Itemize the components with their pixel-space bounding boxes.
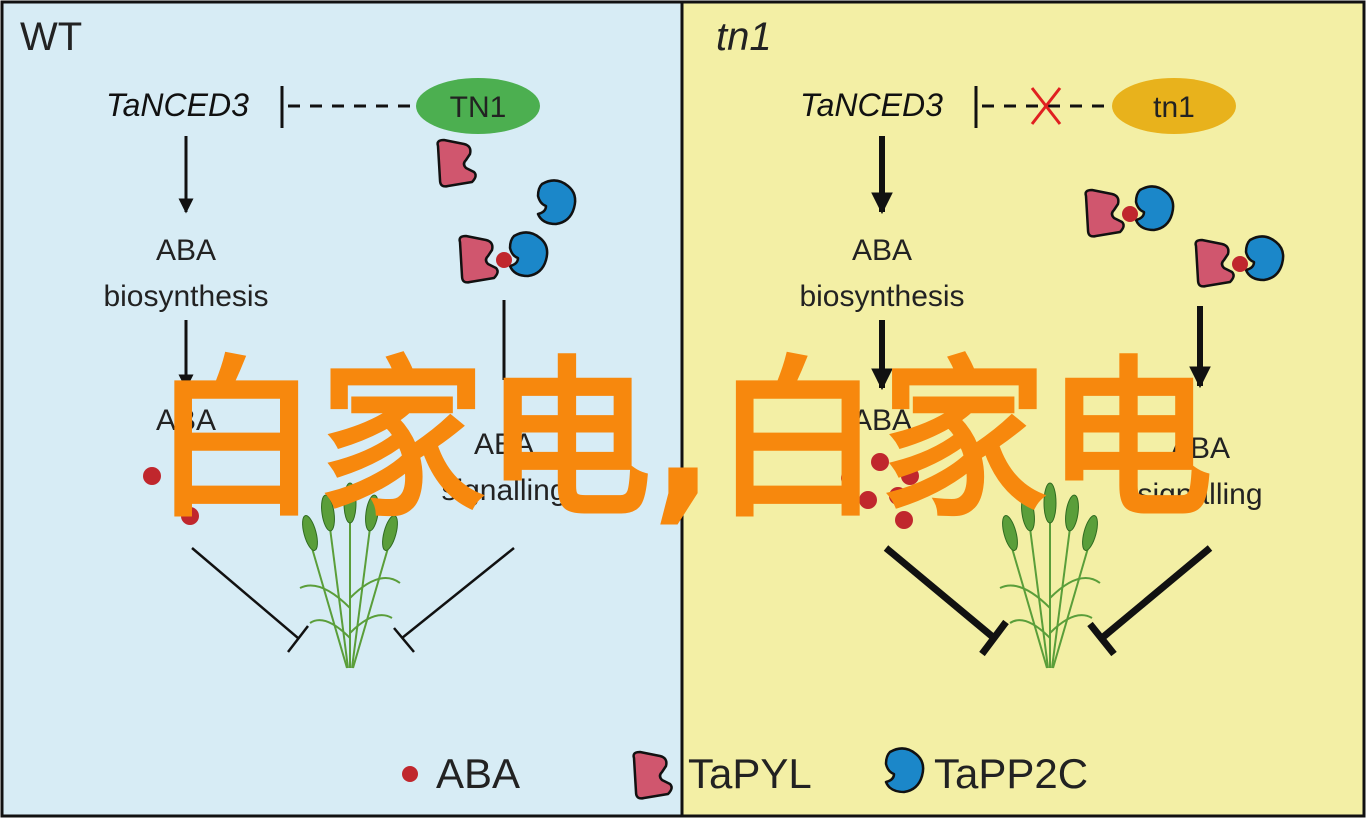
tn1-biosynthesis-label: biosynthesis	[799, 280, 964, 313]
wt-aba-signalling-1: ABA	[474, 428, 534, 461]
wt-tn1-oval	[416, 78, 540, 134]
wt-title: WT	[20, 15, 82, 59]
tn1-oval-label: tn1	[1153, 91, 1195, 124]
wt-tn1-label: TN1	[450, 91, 507, 124]
tapp2c-icon	[536, 179, 577, 226]
tapp2c-icon	[884, 747, 925, 794]
aba-dot-icon	[841, 469, 859, 487]
wt-aba-label: ABA	[156, 234, 216, 267]
wt-biosynthesis-label: biosynthesis	[103, 280, 268, 313]
wt-aba-signalling-2: signalling	[441, 474, 566, 507]
tn1-aba-signalling-2: signalling	[1137, 478, 1262, 511]
tn1-aba-label: ABA	[852, 234, 912, 267]
tn1-aba-signalling-1: ABA	[1170, 432, 1230, 465]
aba-dot-icon	[871, 453, 889, 471]
legend-tapyl-label: TaPYL	[688, 750, 812, 797]
tn1-panel	[680, 0, 1366, 818]
wt-gene-label: TaNCED3	[106, 87, 249, 123]
cross-icon	[1030, 87, 1062, 125]
tn1-gene-label: TaNCED3	[800, 87, 943, 123]
legend-aba-label: ABA	[436, 750, 520, 797]
aba-dot-icon	[895, 511, 913, 529]
watermark-text: 白家电,白家电	[153, 340, 1213, 541]
aba-dot-icon	[143, 467, 161, 485]
aba-dot-icon	[402, 766, 418, 782]
aba-dot-icon	[181, 507, 199, 525]
wt-aba-level-label: ABA	[156, 404, 216, 437]
aba-dot-icon	[901, 467, 919, 485]
aba-dot-icon	[859, 491, 877, 509]
tn1-aba-level-label: ABA	[852, 404, 912, 437]
legend-tapp2c-label: TaPP2C	[934, 750, 1088, 797]
aba-dot-icon	[889, 487, 907, 505]
tn1-oval	[1112, 78, 1236, 134]
wt-panel	[0, 0, 684, 818]
tn1-title: tn1	[716, 15, 772, 59]
